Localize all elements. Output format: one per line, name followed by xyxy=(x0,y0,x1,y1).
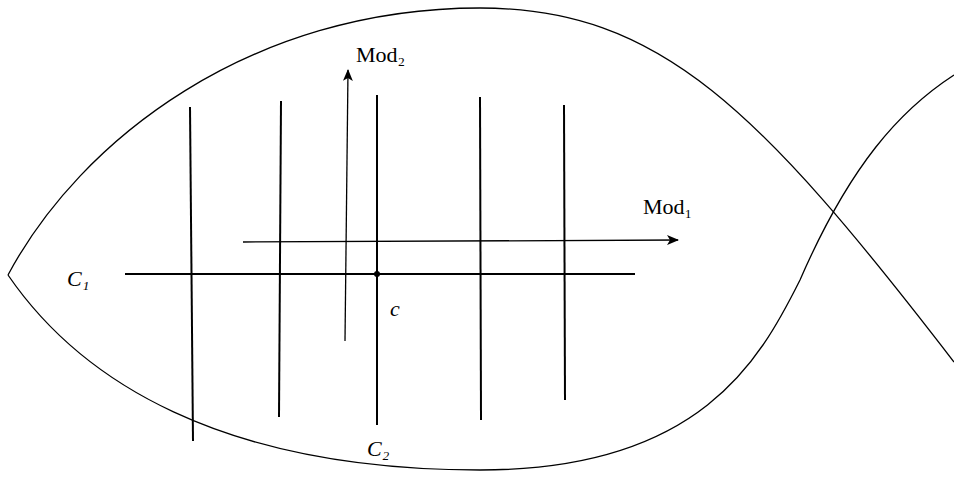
curve-label: C₂ xyxy=(367,436,389,462)
fiber-line xyxy=(480,97,481,420)
fiber-line xyxy=(376,95,378,425)
fiber-line xyxy=(564,105,565,400)
fiber-line xyxy=(279,101,281,417)
curve-label: C₁ xyxy=(67,266,89,292)
direction-arrow xyxy=(243,240,678,242)
axis-label: Mod₁ xyxy=(643,194,692,220)
fish-outline-bottom xyxy=(8,75,954,470)
direction-arrow xyxy=(345,70,348,341)
point-label: c xyxy=(390,296,400,322)
point-dot xyxy=(374,271,380,277)
fiber-line xyxy=(190,107,193,441)
axis-label: Mod₂ xyxy=(356,42,405,68)
